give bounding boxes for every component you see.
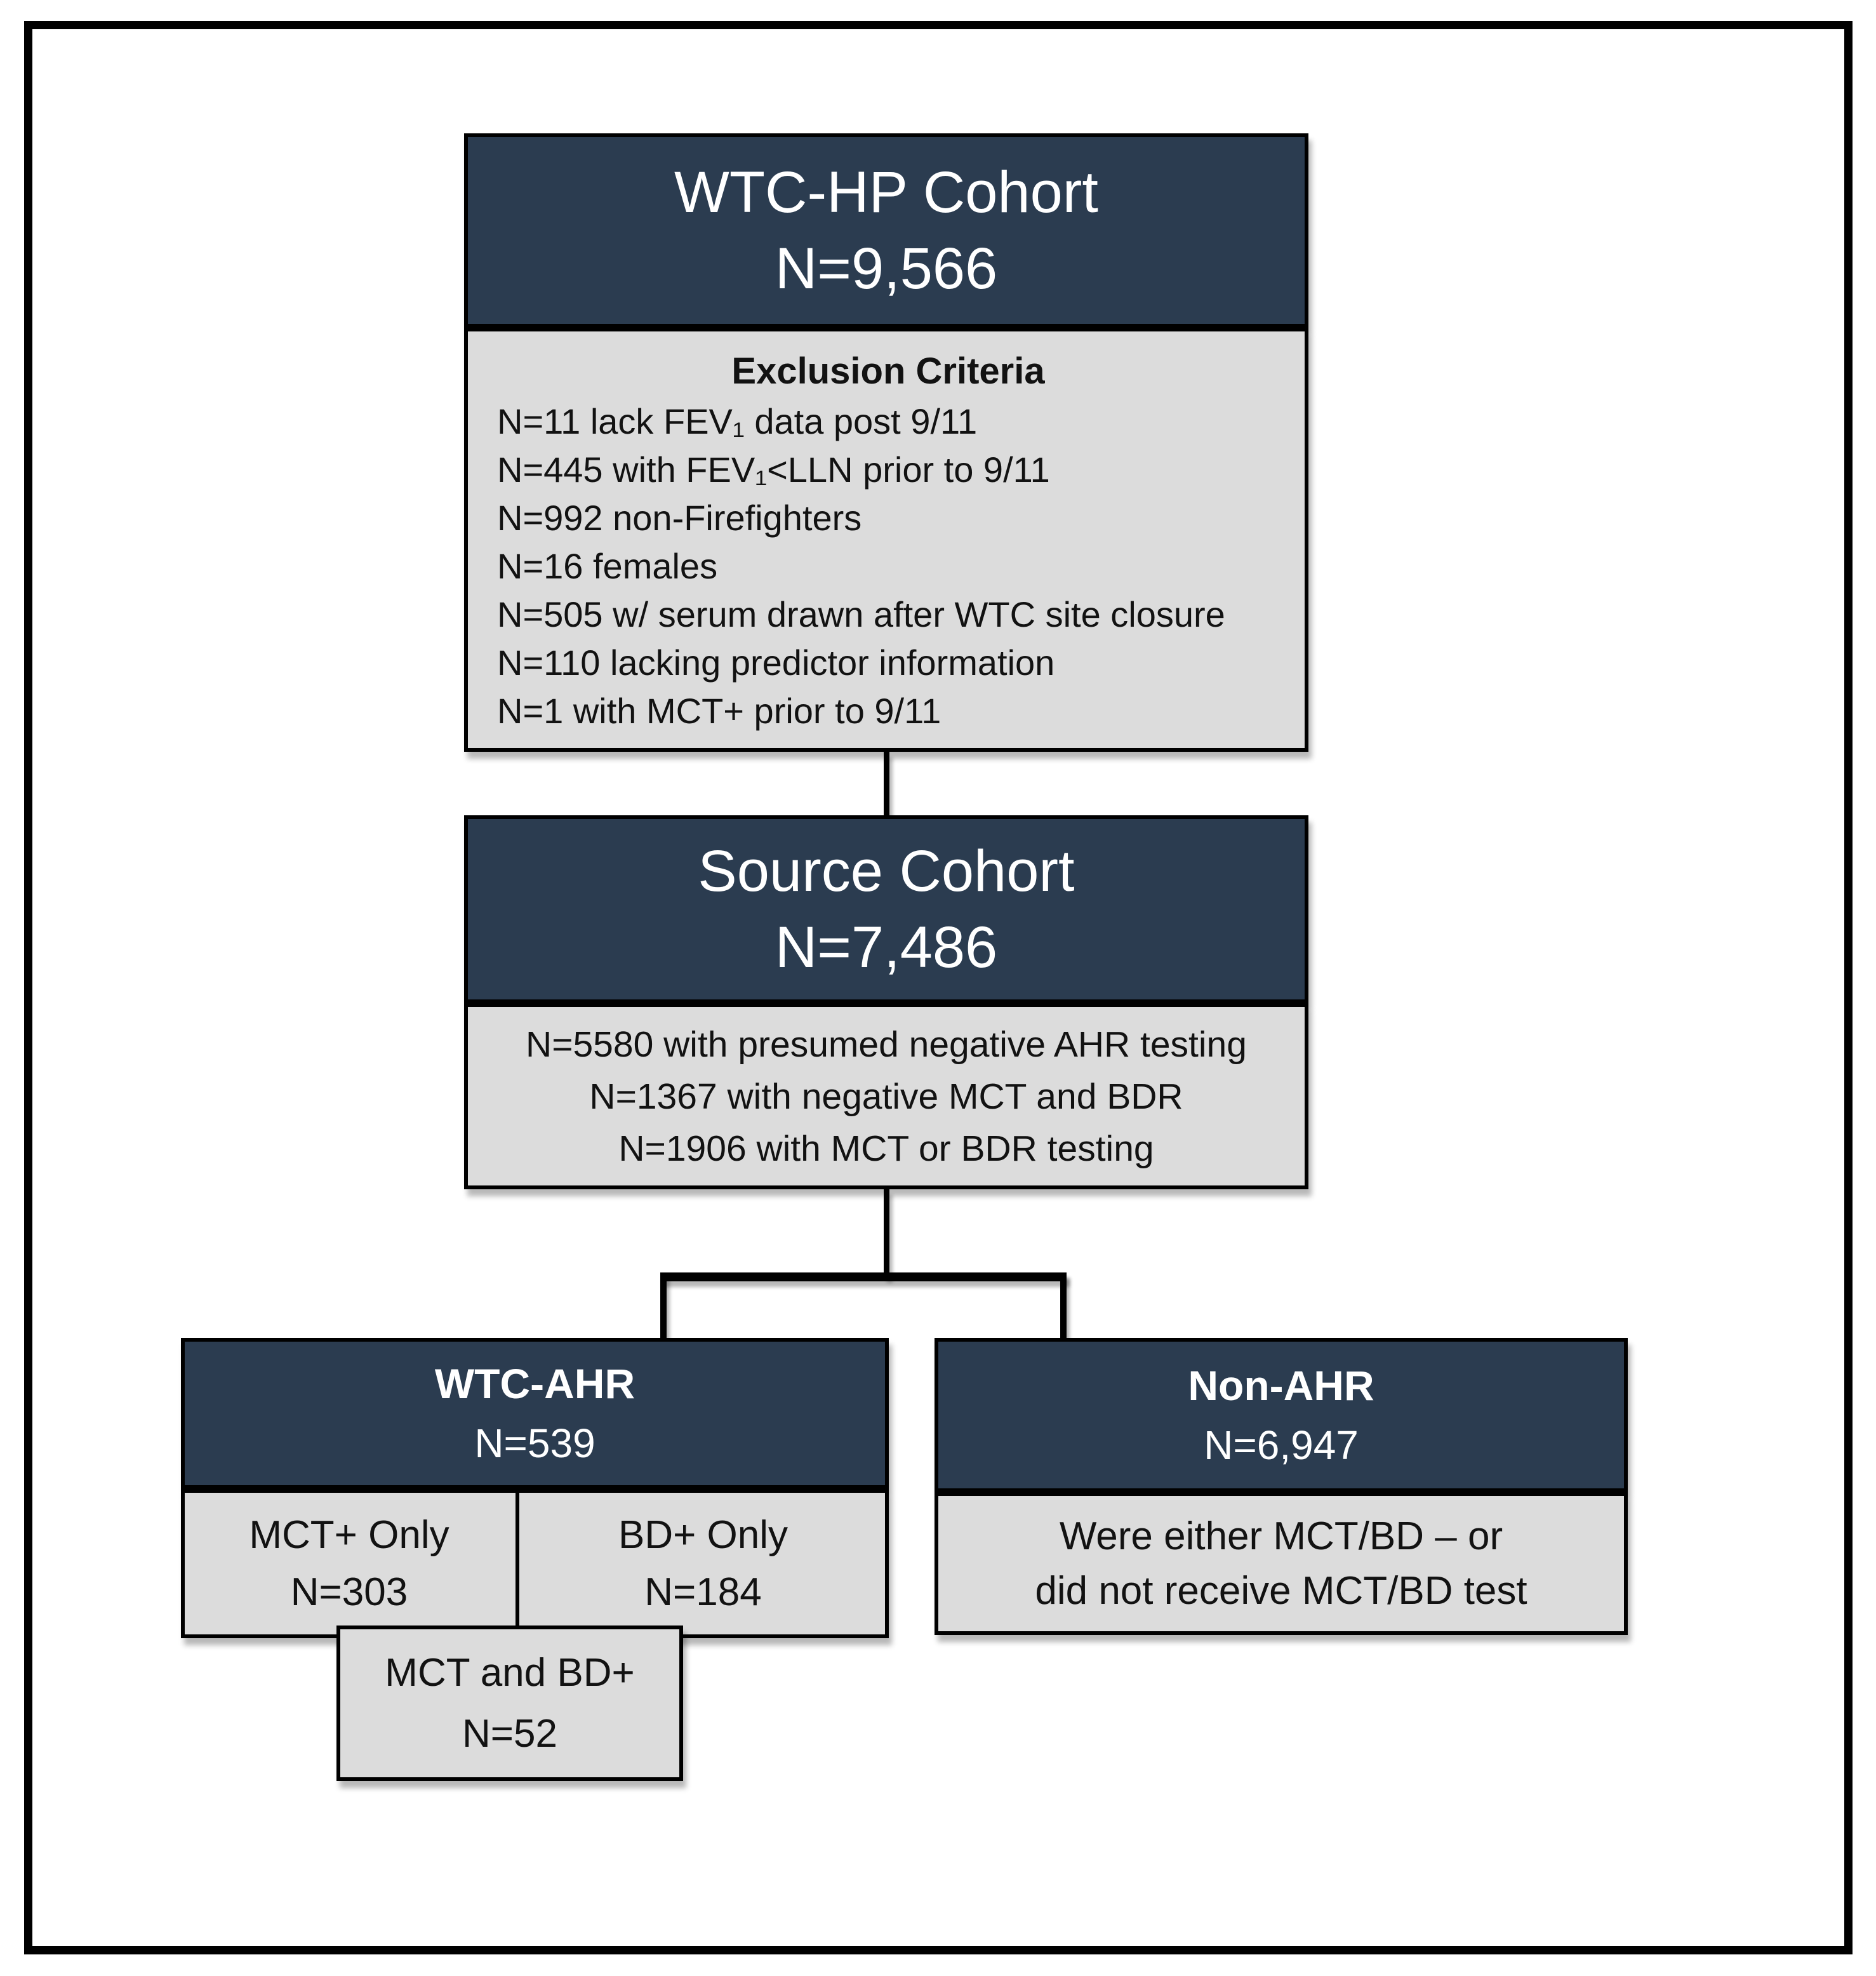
- branch-horizontal-bar: [660, 1272, 1067, 1281]
- exclusion-item: N=505 w/ serum drawn after WTC site clos…: [497, 594, 1225, 634]
- connector-wtc-hp-to-source: [884, 752, 889, 815]
- source-detail-line: N=5580 with presumed negative AHR testin…: [526, 1024, 1247, 1065]
- ahr-subgroup-cells: MCT+ Only N=303 BD+ Only N=184: [181, 1489, 889, 1638]
- exclusion-item: N=16 females: [497, 546, 718, 586]
- non-ahr-detail-line2: did not receive MCT/BD test: [1035, 1568, 1527, 1613]
- mct-and-bd-count: N=52: [462, 1711, 557, 1756]
- exclusion-item: N=992 non-Firefighters: [497, 498, 862, 538]
- branch-drop-left: [660, 1272, 667, 1340]
- source-detail-line: N=1367 with negative MCT and BDR: [589, 1076, 1183, 1117]
- wtc-hp-cohort-title: WTC-HP Cohort: [674, 160, 1098, 225]
- mct-and-bd-box: MCT and BD+ N=52: [336, 1626, 683, 1781]
- source-cohort-count: N=7,486: [775, 915, 998, 980]
- bd-plus-only-count: N=184: [644, 1570, 762, 1614]
- exclusion-criteria-box: Exclusion Criteria N=11 lack FEV₁ data p…: [464, 328, 1308, 752]
- wtc-ahr-box: WTC-AHR N=539: [181, 1338, 889, 1489]
- source-detail-box: N=5580 with presumed negative AHR testin…: [464, 1003, 1308, 1189]
- branch-drop-right: [1060, 1272, 1067, 1340]
- mct-plus-only-count: N=303: [290, 1570, 408, 1614]
- non-ahr-count: N=6,947: [1204, 1422, 1359, 1468]
- source-detail-line: N=1906 with MCT or BDR testing: [618, 1128, 1154, 1169]
- source-cohort-box: Source Cohort N=7,486: [464, 815, 1308, 1003]
- wtc-hp-cohort-count: N=9,566: [775, 236, 998, 301]
- diagram-frame: [24, 21, 1853, 1954]
- non-ahr-box: Non-AHR N=6,947: [935, 1338, 1628, 1492]
- wtc-ahr-count: N=539: [474, 1420, 595, 1466]
- bd-plus-only-title: BD+ Only: [618, 1512, 788, 1557]
- mct-and-bd-title: MCT and BD+: [385, 1650, 635, 1695]
- non-ahr-detail-line1: Were either MCT/BD – or: [1059, 1514, 1503, 1558]
- exclusion-item: N=11 lack FEV₁ data post 9/11: [497, 401, 978, 441]
- exclusion-item: N=1 with MCT+ prior to 9/11: [497, 691, 941, 731]
- mct-plus-only-title: MCT+ Only: [249, 1512, 449, 1557]
- connector-source-to-branch: [884, 1189, 889, 1277]
- wtc-ahr-title: WTC-AHR: [434, 1360, 635, 1407]
- exclusion-item: N=445 with FEV₁<LLN prior to 9/11: [497, 450, 1050, 490]
- non-ahr-title: Non-AHR: [1188, 1361, 1374, 1409]
- non-ahr-detail-box: Were either MCT/BD – or did not receive …: [935, 1492, 1628, 1635]
- wtc-hp-cohort-box: WTC-HP Cohort N=9,566: [464, 133, 1308, 328]
- source-cohort-title: Source Cohort: [698, 839, 1075, 904]
- bd-plus-only-cell: BD+ Only N=184: [516, 1493, 887, 1634]
- exclusion-criteria-header: Exclusion Criteria: [731, 350, 1045, 392]
- exclusion-item: N=110 lacking predictor information: [497, 643, 1055, 683]
- mct-plus-only-cell: MCT+ Only N=303: [183, 1493, 516, 1634]
